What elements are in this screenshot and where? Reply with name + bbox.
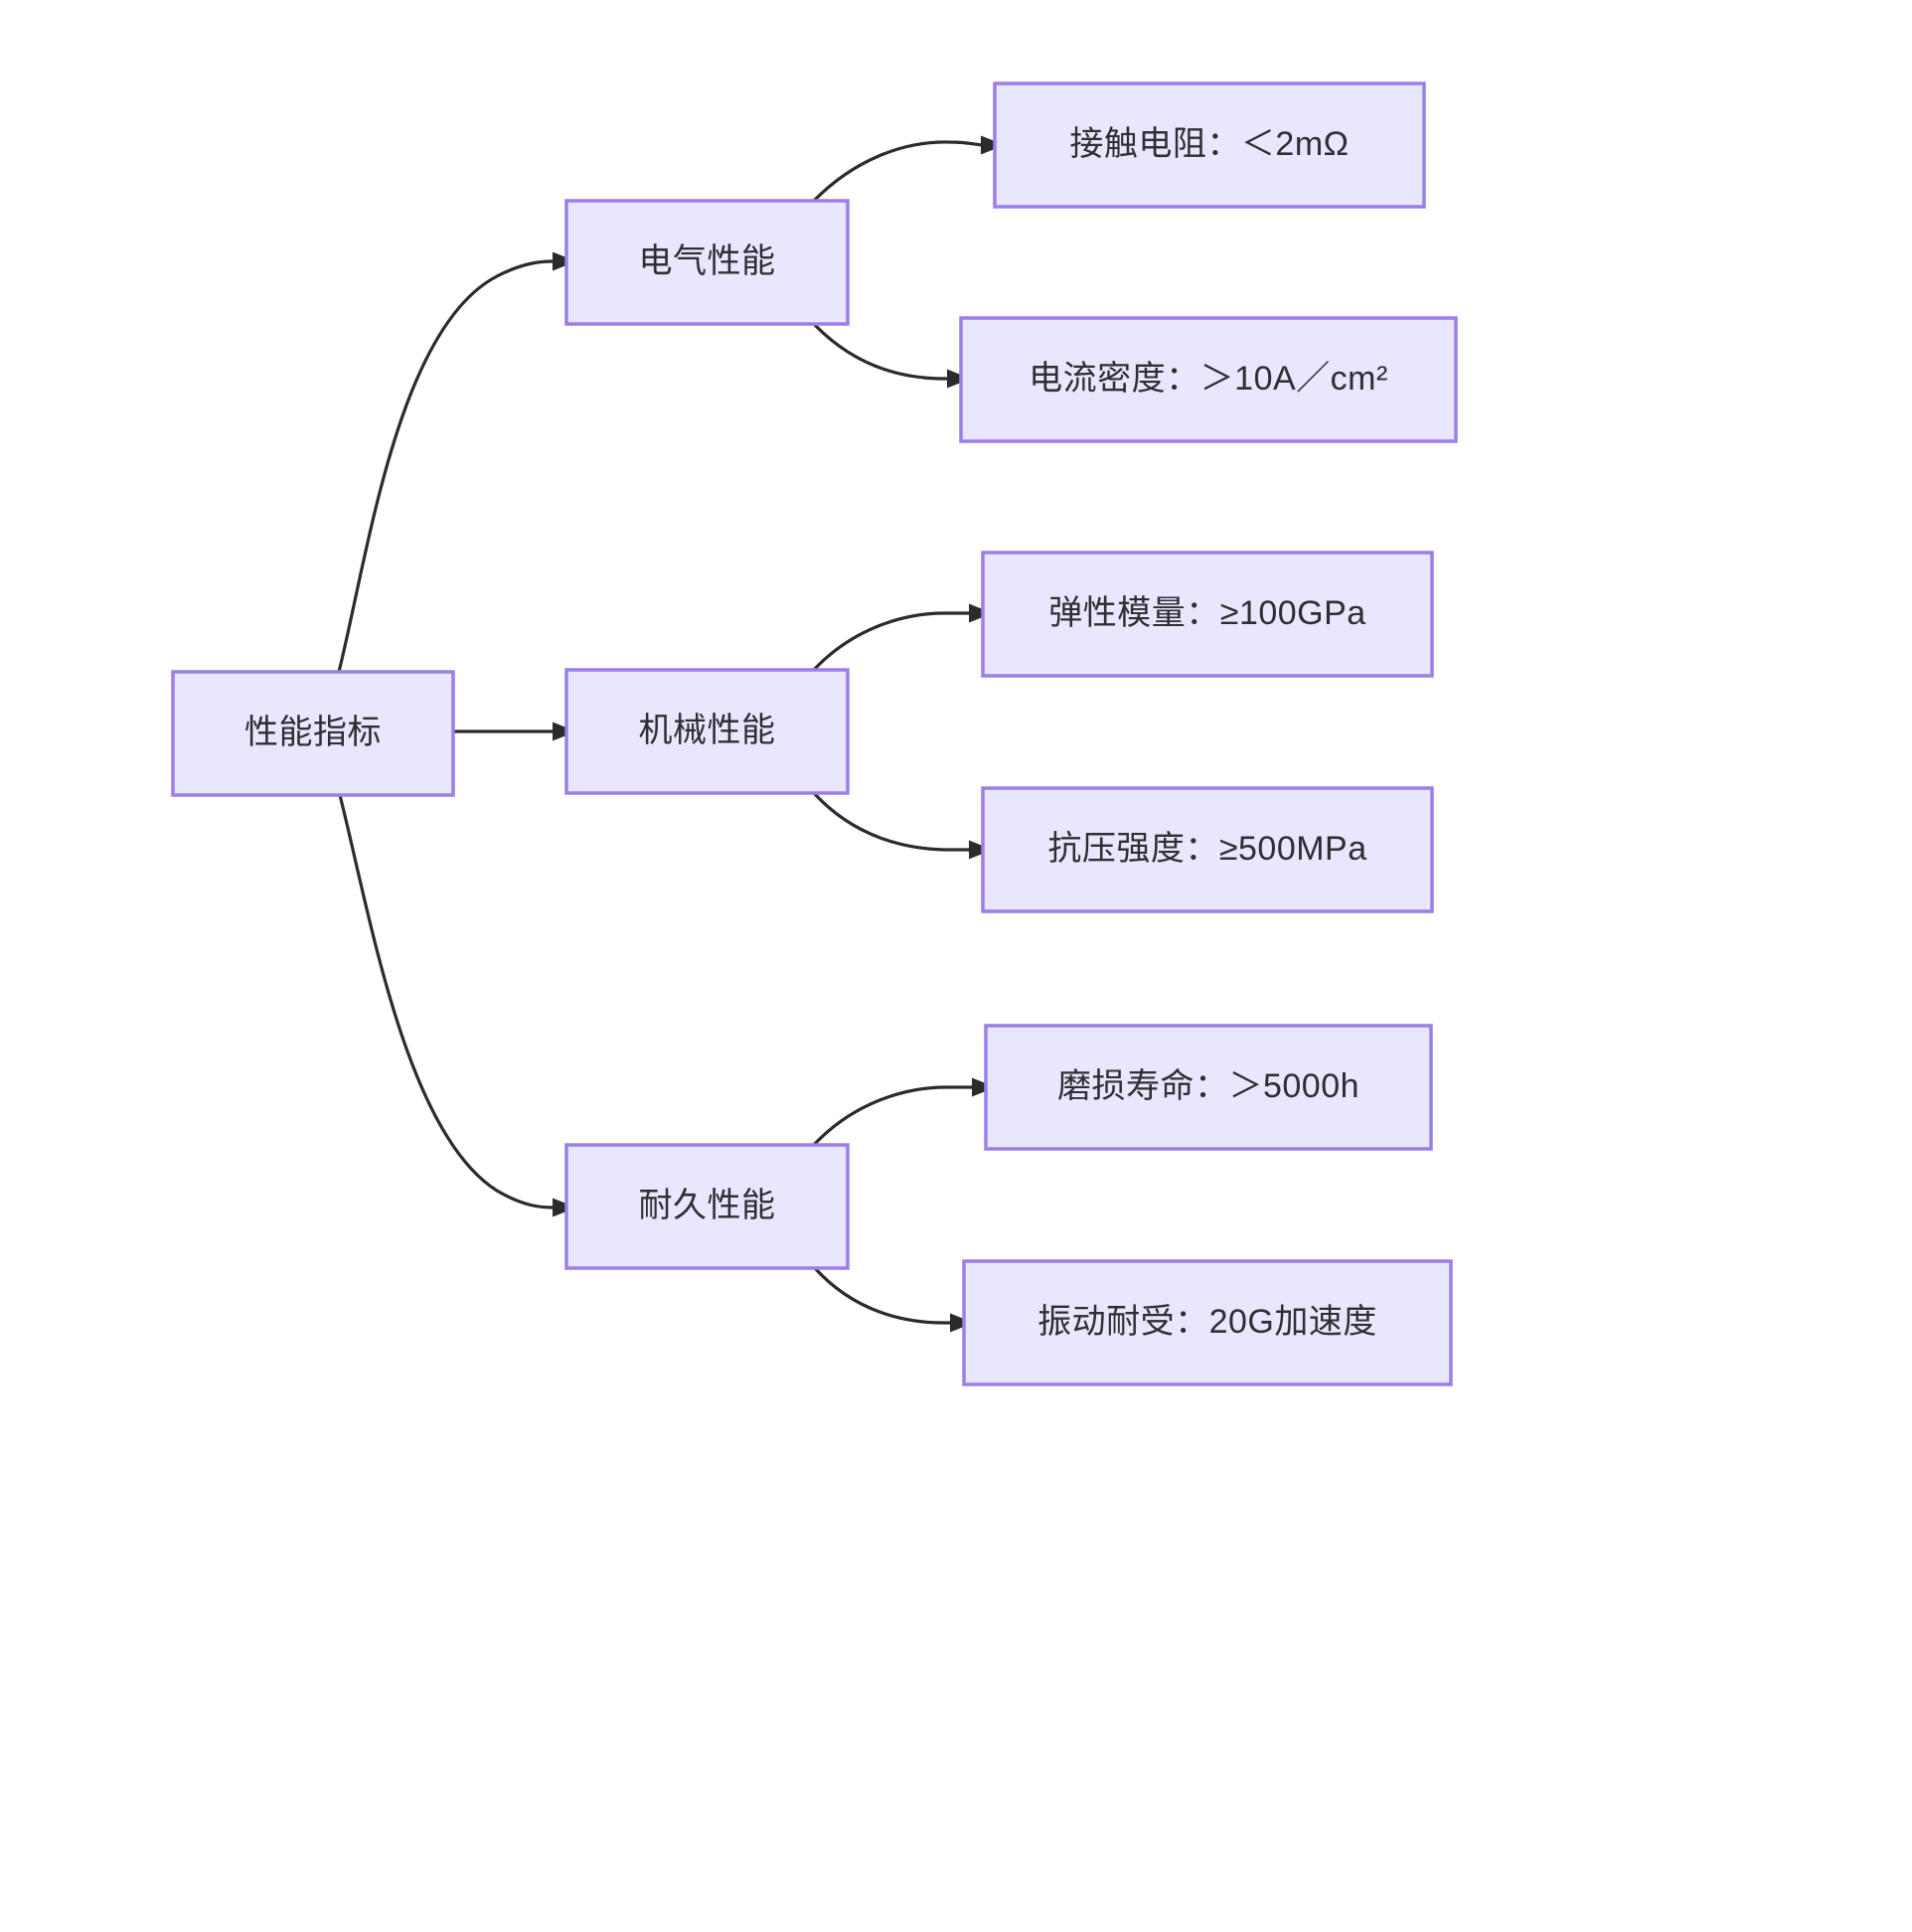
node-box[interactable] bbox=[993, 81, 1426, 209]
edge-arrowhead bbox=[969, 840, 993, 860]
edge-arrowhead bbox=[950, 1313, 974, 1333]
node-box[interactable] bbox=[564, 199, 850, 326]
edge-electrical-to-current-density bbox=[813, 323, 971, 389]
node-current-density[interactable]: 电流密度：＞10A／cm² bbox=[959, 316, 1458, 443]
node-label: 电流密度：＞10A／cm² bbox=[1029, 360, 1388, 398]
node-contact-resistance[interactable]: 接触电阻：＜2mΩ bbox=[993, 81, 1426, 209]
edge-mechanical-to-elastic-modulus bbox=[811, 603, 993, 673]
node-mechanical[interactable]: 机械性能 bbox=[564, 668, 850, 795]
node-vibration-tolerance[interactable]: 振动耐受：20G加速度 bbox=[962, 1259, 1453, 1386]
edge-line bbox=[811, 1085, 976, 1148]
node-compressive-strength[interactable]: 抗压强度：≥500MPa bbox=[981, 786, 1434, 913]
node-label: 性能指标 bbox=[244, 714, 382, 751]
node-box[interactable] bbox=[564, 668, 850, 795]
node-elastic-modulus[interactable]: 弹性模量：≥100GPa bbox=[981, 551, 1434, 678]
edge-root-to-electrical bbox=[337, 251, 576, 674]
edge-arrowhead bbox=[553, 1198, 576, 1217]
edge-line bbox=[811, 611, 973, 673]
node-label: 振动耐受：20G加速度 bbox=[1037, 1303, 1377, 1341]
edge-line bbox=[337, 259, 555, 674]
node-label: 接触电阻：＜2mΩ bbox=[1069, 125, 1349, 163]
edge-line bbox=[338, 793, 555, 1209]
node-box[interactable] bbox=[981, 786, 1434, 913]
edge-arrowhead bbox=[947, 369, 971, 389]
edge-durability-to-vibration-tolerance bbox=[813, 1266, 974, 1333]
edge-line bbox=[813, 1266, 956, 1325]
edge-root-to-mechanical bbox=[451, 722, 576, 741]
edge-line bbox=[811, 140, 984, 204]
node-electrical[interactable]: 电气性能 bbox=[564, 199, 850, 326]
edge-arrowhead bbox=[981, 135, 1005, 155]
node-box[interactable] bbox=[564, 1143, 850, 1270]
edge-arrowhead bbox=[969, 603, 993, 623]
edge-mechanical-to-compressive-strength bbox=[813, 792, 993, 860]
edges-layer bbox=[337, 135, 1005, 1333]
node-label: 电气性能 bbox=[639, 242, 776, 280]
node-box[interactable] bbox=[959, 316, 1458, 443]
node-label: 磨损寿命：＞5000h bbox=[1057, 1067, 1359, 1105]
node-label: 弹性模量：≥100GPa bbox=[1048, 594, 1365, 632]
node-box[interactable] bbox=[981, 551, 1434, 678]
node-durability[interactable]: 耐久性能 bbox=[564, 1143, 850, 1270]
node-root[interactable]: 性能指标 bbox=[171, 670, 455, 797]
edge-arrowhead bbox=[553, 251, 576, 271]
edge-line bbox=[813, 792, 973, 852]
edge-arrowhead bbox=[553, 722, 576, 741]
node-box[interactable] bbox=[962, 1259, 1453, 1386]
node-box[interactable] bbox=[171, 670, 455, 797]
node-label: 耐久性能 bbox=[639, 1187, 776, 1224]
edge-line bbox=[813, 323, 950, 381]
edge-root-to-durability bbox=[338, 793, 576, 1217]
edge-durability-to-wear-life bbox=[811, 1077, 996, 1148]
node-label: 抗压强度：≥500MPa bbox=[1047, 830, 1366, 868]
node-label: 机械性能 bbox=[639, 712, 776, 749]
edge-electrical-to-contact-resistance bbox=[811, 135, 1005, 204]
edge-arrowhead bbox=[972, 1077, 996, 1097]
node-box[interactable] bbox=[984, 1024, 1433, 1151]
node-wear-life[interactable]: 磨损寿命：＞5000h bbox=[984, 1024, 1433, 1151]
